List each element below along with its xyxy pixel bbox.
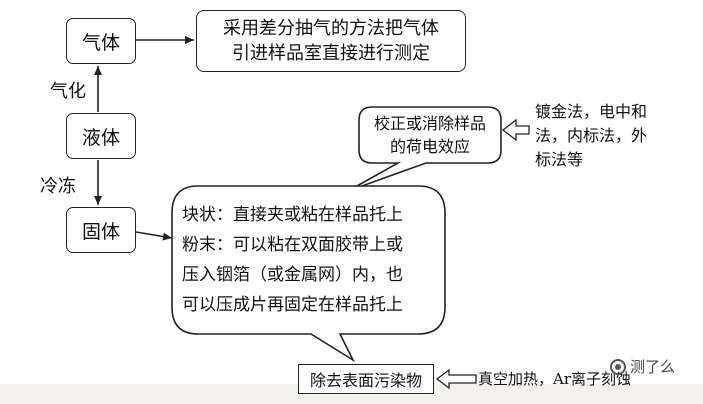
charge-techniques-text: 镀金法，电中和 法，内标法，外 标法等 xyxy=(535,100,675,172)
solid-method-line-1: 块状：直接夹或粘在样品托上 xyxy=(182,205,403,225)
watermark: 测了么 xyxy=(610,356,675,377)
surface-cleaning-label: 除去表面污染物 xyxy=(309,371,422,390)
charge-techniques-line-2: 法，内标法，外 xyxy=(535,126,648,145)
charge-techniques-line-3: 标法等 xyxy=(535,150,584,169)
hollow-arrow-charge xyxy=(501,118,530,142)
arrow-solid-to-method xyxy=(135,231,173,241)
gas-method-line-2: 引进样品室直接进行测定 xyxy=(232,43,430,64)
state-gas-label: 气体 xyxy=(81,31,120,54)
gas-method-line-1: 采用差分抽气的方法把气体 xyxy=(223,18,439,39)
callout-charge-bubble xyxy=(347,106,502,192)
watermark-logo-icon xyxy=(610,358,626,375)
state-liquid-label: 液体 xyxy=(81,126,120,149)
gas-method-box: 采用差分抽气的方法把气体 引进样品室直接进行测定 xyxy=(196,10,466,72)
transition-gasify: 气化 xyxy=(50,81,86,102)
charge-correction-text: 校正或消除样品 的荷电效应 xyxy=(359,112,501,158)
bottom-band xyxy=(0,384,703,404)
solid-method-line-2: 粉末：可以粘在双面胶带上或 xyxy=(182,235,403,255)
solid-method-text: 块状：直接夹或粘在样品托上 粉末：可以粘在双面胶带上或 压入铟箔（或金属网）内，… xyxy=(182,200,444,320)
hollow-arrow-cleaning xyxy=(435,368,477,390)
watermark-text: 测了么 xyxy=(630,358,676,376)
cleaning-methods-text: 真空加热，Ar离子刻蚀 xyxy=(478,370,632,388)
solid-method-line-4: 可以压成片再固定在样品托上 xyxy=(182,295,403,315)
solid-method-line-3: 压入铟箔（或金属网）内，也 xyxy=(182,265,403,285)
surface-cleaning-box: 除去表面污染物 xyxy=(298,364,434,394)
state-gas: 气体 xyxy=(66,18,136,64)
state-solid-label: 固体 xyxy=(81,220,120,243)
transition-freeze: 冷冻 xyxy=(40,176,76,197)
charge-correction-line-2: 的荷电效应 xyxy=(389,137,470,156)
solid-method-callout xyxy=(171,185,446,363)
charge-techniques-line-1: 镀金法，电中和 xyxy=(535,102,648,121)
state-solid: 固体 xyxy=(66,207,136,253)
state-liquid: 液体 xyxy=(66,113,136,159)
charge-correction-line-1: 校正或消除样品 xyxy=(373,114,486,133)
